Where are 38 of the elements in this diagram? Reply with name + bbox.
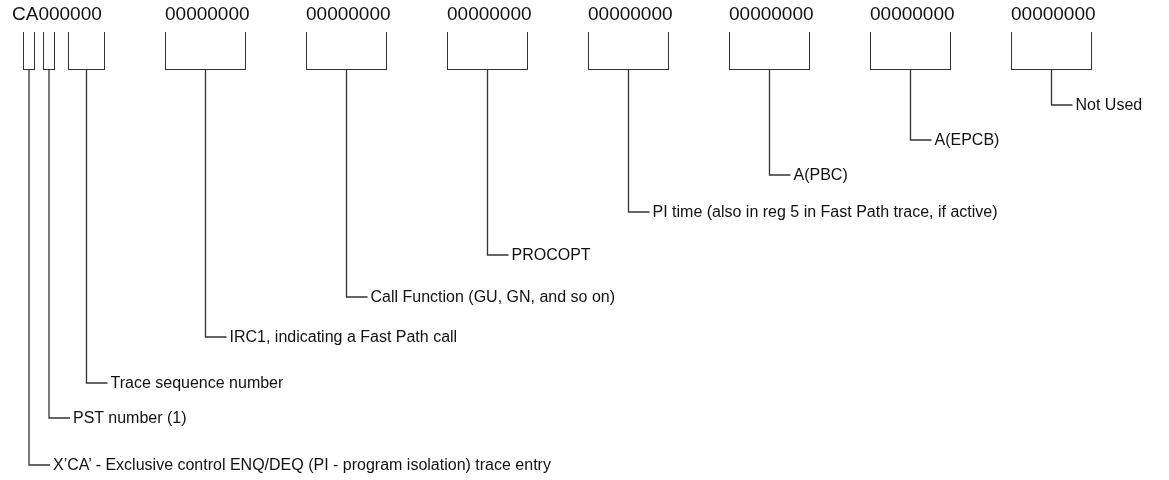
field-bracket xyxy=(870,32,951,70)
leader-line xyxy=(486,69,510,256)
field-description: PI time (also in reg 5 in Fast Path trace, if active) xyxy=(652,204,998,220)
leader-line xyxy=(204,69,228,338)
leader-line xyxy=(768,69,792,176)
field-bracket xyxy=(165,32,246,70)
hex-word: 00000000 xyxy=(729,4,814,23)
leader-line xyxy=(48,69,71,419)
field-bracket xyxy=(23,32,35,70)
field-description: PST number (1) xyxy=(73,410,187,426)
field-bracket xyxy=(729,32,810,70)
leader-line xyxy=(28,69,51,466)
leader-line xyxy=(85,69,109,384)
field-bracket xyxy=(68,32,105,70)
hex-word: CA000000 xyxy=(12,4,102,23)
leader-line xyxy=(1050,69,1074,106)
field-bracket xyxy=(1011,32,1092,70)
hex-word: 00000000 xyxy=(870,4,955,23)
field-description: A(EPCB) xyxy=(934,132,1000,148)
field-bracket xyxy=(306,32,387,70)
field-description: Call Function (GU, GN, and so on) xyxy=(370,289,616,305)
field-description: IRC1, indicating a Fast Path call xyxy=(229,329,458,345)
field-description: Not Used xyxy=(1075,97,1143,113)
hex-word: 00000000 xyxy=(588,4,673,23)
leader-line xyxy=(345,69,369,298)
field-description: X’CA’ - Exclusive control ENQ/DEQ (PI - program isolation) trace entry xyxy=(53,457,551,473)
field-bracket xyxy=(588,32,669,70)
hex-word: 00000000 xyxy=(165,4,250,23)
leader-line xyxy=(627,69,651,213)
field-description: Trace sequence number xyxy=(110,375,284,391)
hex-word: 00000000 xyxy=(447,4,532,23)
field-bracket xyxy=(447,32,528,70)
leader-line xyxy=(909,69,933,141)
hex-word: 00000000 xyxy=(306,4,391,23)
hex-word: 00000000 xyxy=(1011,4,1096,23)
field-description: PROCOPT xyxy=(511,247,591,263)
field-bracket xyxy=(43,32,55,70)
field-description: A(PBC) xyxy=(793,167,848,183)
